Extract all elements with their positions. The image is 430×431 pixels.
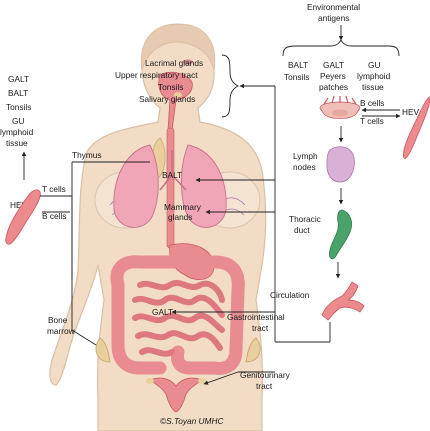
ascending-colon <box>111 278 167 375</box>
uterus <box>149 377 203 413</box>
mammary-label-1: Mammary <box>164 202 202 212</box>
lacrimal-glands-label: Lacrimal glands <box>145 58 203 68</box>
hair <box>140 23 216 71</box>
thoracic-duct-label-1: Thoracic <box>289 214 321 224</box>
peyers-patch-tissue <box>319 95 361 119</box>
mammary-label-2: glands <box>168 212 192 222</box>
right-hev-vessel <box>403 96 430 159</box>
left-galt-label: GALT <box>8 74 29 84</box>
gi-tract-label-2: tract <box>252 323 269 333</box>
left-ovary <box>146 378 154 384</box>
lymph-nodes-label-1: Lymph <box>293 151 318 161</box>
bone-marrow-label-2: marrow <box>47 326 76 336</box>
gu-tract-label-2: tract <box>256 381 273 391</box>
env-antigens-label-1: Environmental <box>307 2 360 12</box>
upper-respiratory-tract-label: Upper respiratory tract <box>115 70 198 80</box>
left-bone-marrow <box>95 337 111 363</box>
thoracic-duct-label-2: duct <box>294 225 310 235</box>
col2-peyers: Peyers <box>320 71 346 81</box>
left-lung <box>113 144 159 228</box>
thoracic-duct-vessel <box>329 209 352 260</box>
right-ovary <box>198 378 206 384</box>
large-intestine <box>110 255 245 375</box>
col3-gu: GU <box>368 60 380 70</box>
salivary-glands-label: Salivary glands <box>139 94 195 104</box>
body-outline <box>49 29 267 431</box>
right-bone-marrow <box>245 337 261 363</box>
left-gu-label: GU <box>12 116 24 126</box>
thymus-label: Thymus <box>72 150 102 160</box>
bone-marrow-label-1: Bone <box>48 315 68 325</box>
left-b-cells-label: B cells <box>42 211 66 221</box>
tr-b-cells-label: B cells <box>360 98 384 108</box>
lacrimal-gland <box>183 59 193 65</box>
circulation-vessel <box>321 281 365 321</box>
col2-galt: GALT <box>323 60 344 70</box>
left-t-cells-label: T cells <box>42 184 66 194</box>
to-gu-arrow <box>203 371 239 385</box>
left-collector-lines <box>71 161 150 346</box>
left-hev-label: HEV <box>10 200 28 210</box>
top-right-panel: Environmental antigens BALT Tonsils GALT… <box>270 2 430 321</box>
env-antigens-label-2: antigens <box>318 13 349 23</box>
left-tissue-label: tissue <box>6 138 28 148</box>
tr-hev-label: HEV <box>402 107 420 117</box>
col3-tissue: tissue <box>362 82 384 92</box>
body-labels: Lacrimal glands Upper respiratory tract … <box>47 58 291 426</box>
tonsils-label: Tonsils <box>158 82 183 92</box>
return-paths <box>171 83 331 385</box>
head-labels-brace <box>221 54 240 118</box>
bone-marrow-pointer <box>71 329 97 346</box>
col3-lymphoid: lymphoid <box>357 71 391 81</box>
salivary-gland <box>174 92 182 98</box>
balt-label: BALT <box>162 170 182 180</box>
left-panel: GALT BALT Tonsils GU lymphoid tissue T c… <box>0 74 72 245</box>
left-hev-vessel <box>5 189 41 245</box>
left-tonsils-label: Tonsils <box>6 102 31 112</box>
left-lymphoid-label: lymphoid <box>0 127 34 137</box>
small-intestine <box>132 280 225 357</box>
col1-tonsils: Tonsils <box>284 72 309 82</box>
upper-respiratory-tract <box>158 71 193 131</box>
circulation-label: Circulation <box>270 290 310 300</box>
esophagus <box>166 127 175 249</box>
antigen-brace <box>282 38 400 57</box>
tr-t-cells-label: T cells <box>360 116 384 126</box>
gu-tract-label-1: Genitourinary <box>240 370 291 380</box>
col2-patches: patches <box>319 82 348 92</box>
lymph-nodes-label-2: nodes <box>293 162 316 172</box>
gi-tract-label-1: Gastrointestinal <box>227 312 285 322</box>
col1-balt: BALT <box>288 60 308 70</box>
organs <box>95 59 261 413</box>
bronchi <box>159 150 187 191</box>
left-balt-label: BALT <box>8 88 28 98</box>
artist-signature: ©S.Toyan UMHC <box>160 416 224 426</box>
lymph-node <box>326 146 355 183</box>
galt-label: GALT <box>152 307 173 317</box>
